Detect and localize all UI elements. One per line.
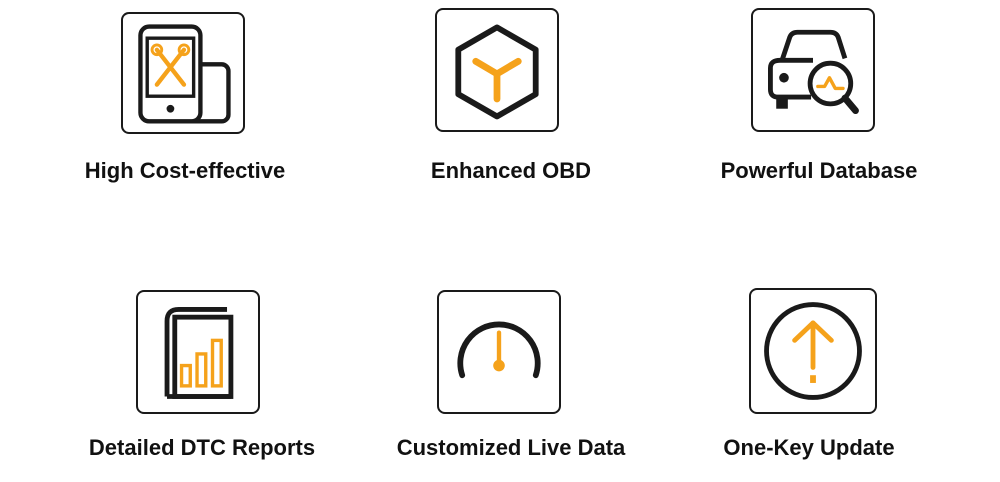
hexagon-y-icon [435, 8, 559, 132]
feature-label: Powerful Database [720, 158, 918, 183]
feature-label: Customized Live Data [396, 435, 626, 460]
feature-label: High Cost-effective [84, 158, 286, 183]
feature-label: Enhanced OBD [430, 158, 592, 183]
phone-tools-icon [121, 12, 245, 134]
update-arrow-icon [749, 288, 877, 414]
gauge-icon [437, 290, 561, 414]
car-magnifier-icon [751, 8, 875, 132]
feature-label: One-Key Update [723, 435, 895, 460]
feature-label: Detailed DTC Reports [88, 435, 316, 460]
report-chart-icon [136, 290, 260, 414]
